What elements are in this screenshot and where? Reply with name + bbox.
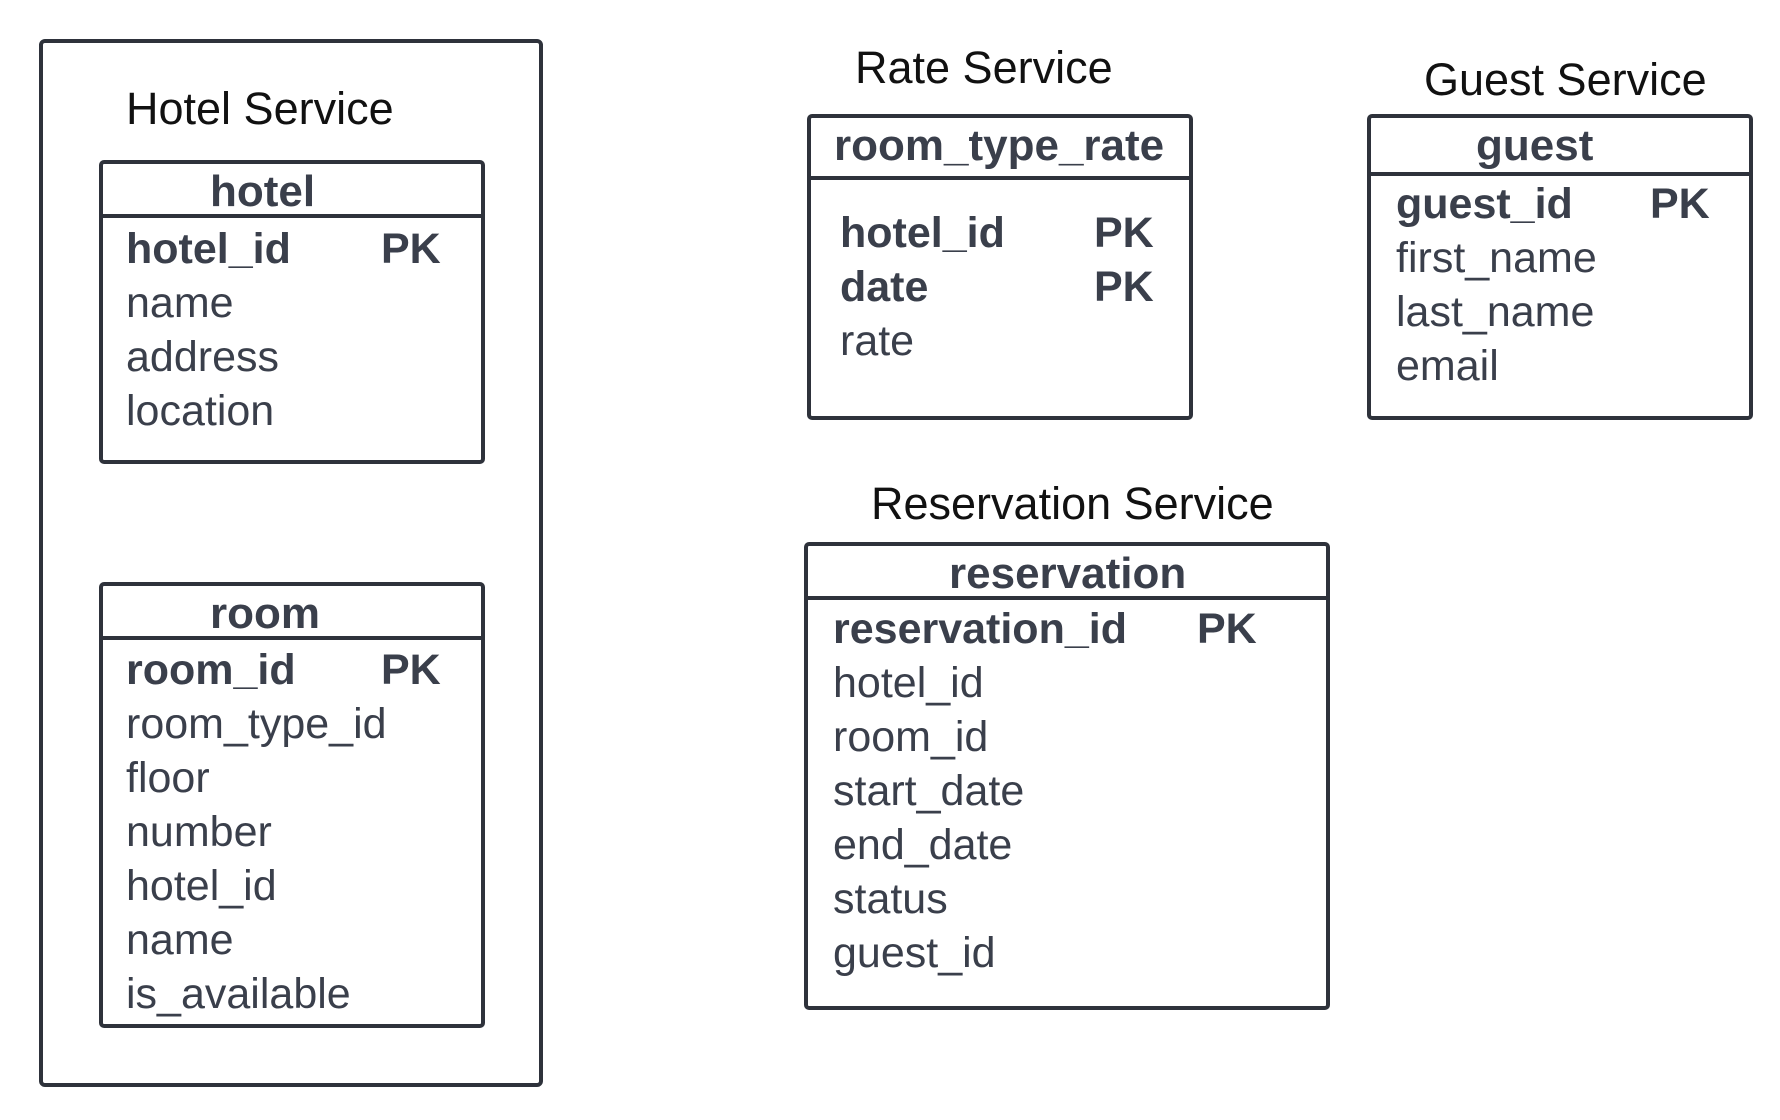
reservation-table-name: reservation [949, 549, 1187, 598]
hotel-column-location: location [126, 387, 275, 435]
hotel-column-name: name [126, 279, 234, 327]
guest-column-first-name: first_name [1396, 234, 1597, 282]
room-column-name: name [126, 916, 234, 964]
reservation-column-guest-id: guest_id [833, 929, 996, 977]
room-table: room room_id PK room_type_id floor numbe… [99, 582, 485, 1028]
hotel-table: hotel hotel_id PK name address location [99, 160, 485, 464]
room-column-number: number [126, 808, 272, 856]
room-type-rate-table: room_type_rate hotel_id PK date PK rate [807, 114, 1193, 420]
reservation-id-pk-badge: PK [1197, 605, 1257, 653]
reservation-table: reservation reservation_id PK hotel_id r… [804, 542, 1330, 1010]
guest-table-header: guest [1371, 118, 1749, 176]
guest-table: guest guest_id PK first_name last_name e… [1367, 114, 1753, 420]
room-type-rate-table-name: room_type_rate [834, 121, 1165, 170]
hotel-table-header: hotel [103, 164, 481, 218]
hotel-column-hotel-id: hotel_id [126, 225, 291, 273]
room-column-floor: floor [126, 754, 210, 802]
room-column-is-available: is_available [126, 970, 351, 1018]
room-type-rate-table-header: room_type_rate [811, 118, 1189, 180]
guest-table-name: guest [1476, 121, 1594, 170]
rate-column-date: date [840, 263, 929, 311]
room-table-name: room [210, 589, 320, 638]
reservation-column-start-date: start_date [833, 767, 1025, 815]
hotel-column-address: address [126, 333, 279, 381]
room-table-header: room [103, 586, 481, 640]
guest-id-pk-badge: PK [1650, 180, 1710, 228]
reservation-column-room-id: room_id [833, 713, 989, 761]
guest-column-email: email [1396, 342, 1499, 390]
guest-column-last-name: last_name [1396, 288, 1595, 336]
hotel-table-name: hotel [210, 167, 316, 216]
guest-column-guest-id: guest_id [1396, 180, 1573, 228]
rate-column-rate: rate [840, 317, 915, 365]
hotel-id-pk-badge: PK [381, 225, 441, 273]
hotel-service-frame [39, 39, 543, 1087]
reservation-table-header: reservation [808, 546, 1326, 600]
reservation-service-title: Reservation Service [871, 478, 1274, 529]
reservation-column-reservation-id: reservation_id [833, 605, 1127, 653]
room-column-room-id: room_id [126, 646, 296, 694]
rate-hotel-id-pk-badge: PK [1094, 209, 1154, 257]
rate-date-pk-badge: PK [1094, 263, 1154, 311]
reservation-column-hotel-id: hotel_id [833, 659, 984, 707]
room-id-pk-badge: PK [381, 646, 441, 694]
rate-column-hotel-id: hotel_id [840, 209, 1005, 257]
rate-service-title: Rate Service [855, 42, 1113, 93]
reservation-column-status: status [833, 875, 948, 923]
reservation-column-end-date: end_date [833, 821, 1013, 869]
room-column-hotel-id: hotel_id [126, 862, 277, 910]
room-column-room-type-id: room_type_id [126, 700, 387, 748]
hotel-service-title: Hotel Service [126, 83, 394, 134]
guest-service-title: Guest Service [1424, 54, 1707, 105]
